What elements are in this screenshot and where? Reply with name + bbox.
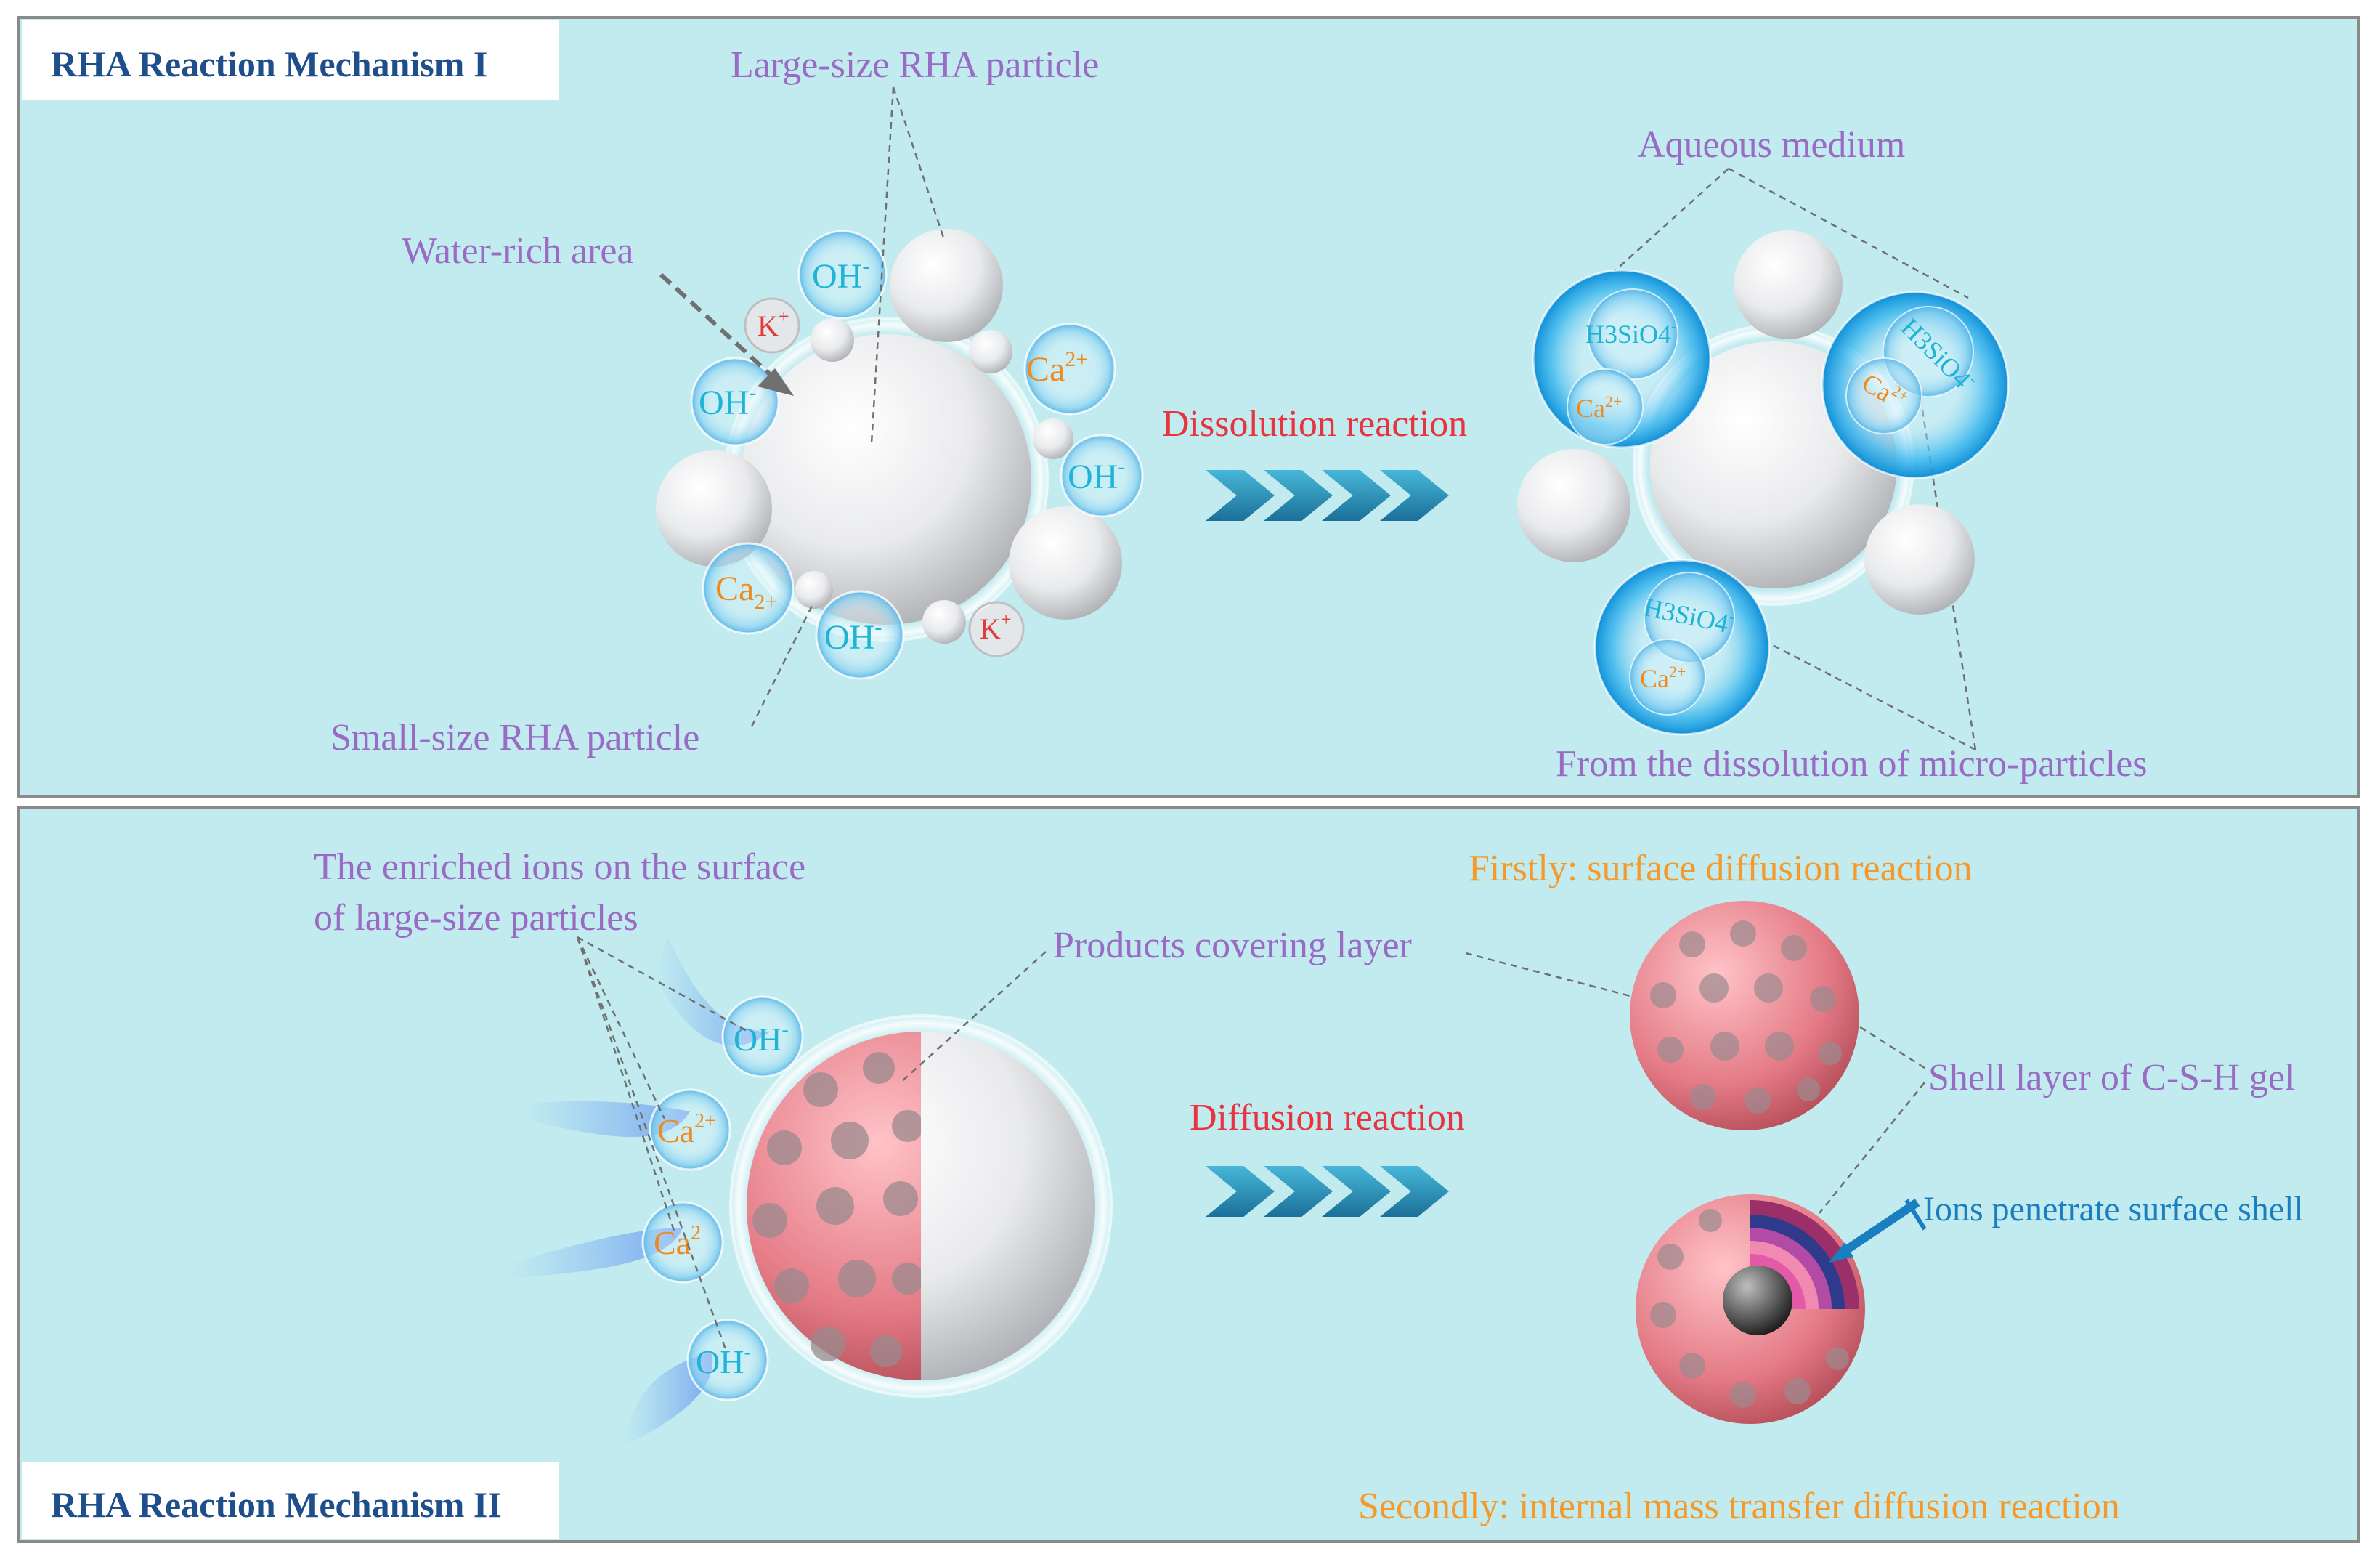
chevron-segment [1264, 1166, 1333, 1217]
label-secondly: Secondly: internal mass transfer diffusi… [1358, 1486, 2120, 1527]
chevron-segment [1206, 1166, 1275, 1217]
ion-ca-1: Ca2+ [1026, 347, 1088, 389]
label-ions-penetrate: Ions penetrate surface shell [1923, 1190, 2304, 1228]
csh-shell-sphere [1630, 901, 1859, 1130]
chevron-segment [1380, 1166, 1449, 1217]
panel2-title: RHA Reaction Mechanism II [51, 1484, 502, 1525]
dissolution-arrow [1206, 470, 1449, 521]
ion-ca-2: Ca2+ [715, 570, 777, 614]
silicate-ion-1: H3SiO4- [1585, 317, 1676, 349]
calcium-ion-1: Ca2+ [1576, 392, 1622, 423]
diffusion-arrow [1206, 1166, 1449, 1217]
chevron-segment [1206, 470, 1275, 521]
panel1-title: RHA Reaction Mechanism I [51, 44, 487, 84]
label-enriched-ions-2: of large-size particles [314, 897, 638, 939]
label-small-particle: Small-size RHA particle [330, 717, 699, 758]
label-dissolution-reaction: Dissolution reaction [1162, 403, 1467, 445]
label-enriched-ions-1: The enriched ions on the surface [314, 846, 805, 888]
chevron-segment [1380, 470, 1449, 521]
ion-oh-3: OH- [1068, 455, 1125, 496]
tail-ion-oh-1: OH- [734, 1019, 789, 1058]
chevron-segment [1322, 1166, 1391, 1217]
tail-ion-ca-2: Ca2 [654, 1222, 701, 1261]
label-large-particle: Large-size RHA particle [731, 44, 1099, 86]
ion-oh-1: OH- [812, 254, 869, 296]
label-shell-layer: Shell layer of C-S-H gel [1928, 1057, 2295, 1098]
chevron-segment [1264, 470, 1333, 521]
calcium-ion-3: Ca2+ [1640, 663, 1686, 693]
label-firstly: Firstly: surface diffusion reaction [1469, 848, 1973, 889]
csh-cutaway-sphere [1636, 1194, 1865, 1424]
ion-k-1: K+ [758, 306, 789, 342]
label-products-covering: Products covering layer [1053, 925, 1412, 966]
water-rich-arrow [659, 272, 794, 396]
penetrate-arrow-icon [1829, 1199, 1927, 1263]
tail-ion-oh-2: OH- [696, 1341, 751, 1380]
label-aqueous-medium: Aqueous medium [1638, 124, 1905, 166]
panel1-title-box [22, 20, 559, 100]
dissolution-cluster-left [656, 229, 1144, 680]
ion-oh-2: OH- [699, 381, 756, 422]
ion-k-2: K+ [980, 609, 1012, 645]
panel2-title-box [22, 1462, 559, 1539]
label-diffusion-reaction: Diffusion reaction [1190, 1097, 1465, 1138]
panel2-background [17, 806, 2360, 1543]
dissolution-cluster-right: H3SiO4- Ca2+ H3SiO4- Ca2+ H3SiO4- Ca2+ [1517, 230, 2010, 736]
label-water-rich: Water-rich area [402, 230, 634, 272]
ion-oh-4: OH- [824, 615, 882, 657]
label-from-dissolution: From the dissolution of micro-particles [1556, 743, 2148, 785]
covered-particle-left: OH- Ca2+ Ca2 OH- [508, 937, 1113, 1446]
chevron-segment [1322, 470, 1391, 521]
